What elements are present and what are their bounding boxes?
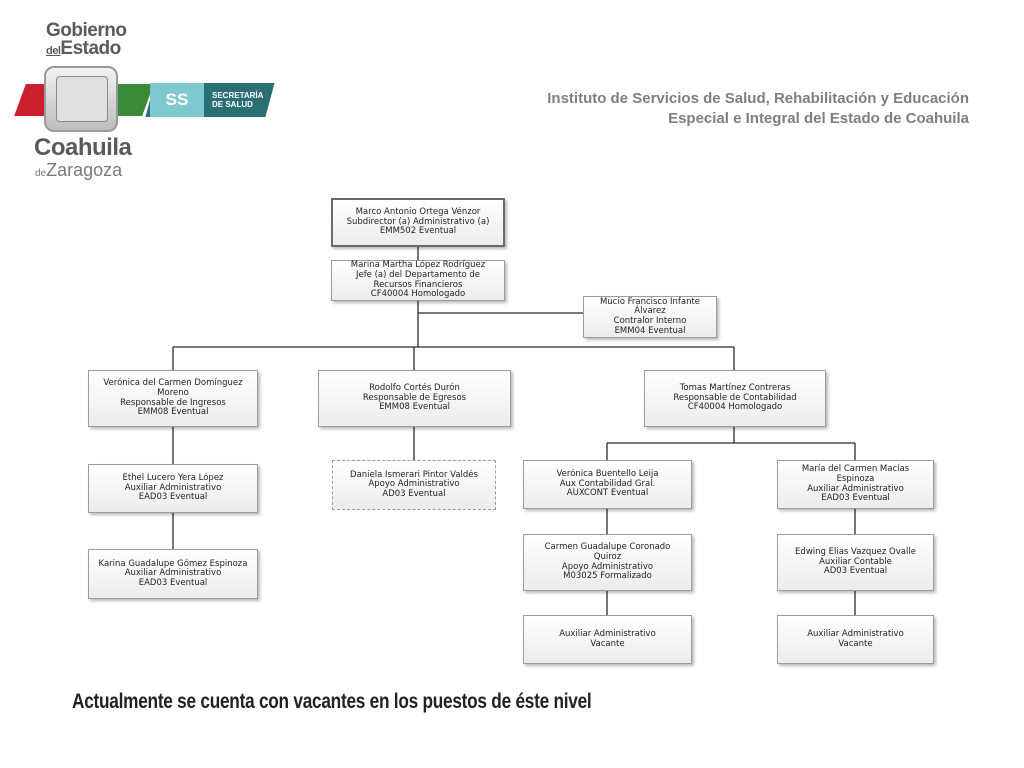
org-box-role: Auxiliar Administrativo xyxy=(559,628,656,639)
org-box-code: EMM08 Eventual xyxy=(379,402,450,413)
org-box-contralor-interno: Mucio Francisco Infante Álvarez Contralo… xyxy=(583,296,717,338)
org-box-role: Responsable de Egresos xyxy=(362,392,467,403)
org-box-karina: Karina Guadalupe Gómez Espinoza Auxiliar… xyxy=(88,549,258,599)
org-box-role: Auxiliar Administrativo xyxy=(124,568,222,579)
org-box-role: Auxiliar Administrativo xyxy=(124,482,222,493)
org-box-name: Marco Antonio Ortega Vénzor xyxy=(355,207,481,218)
org-box-name-cont: Quiroz xyxy=(593,551,622,562)
org-box-role-cont: Recursos Financieros xyxy=(373,279,463,290)
org-box-name: María del Carmen Macías xyxy=(801,464,910,475)
org-box-role: Aux Contabilidad Gral. xyxy=(559,478,656,489)
logo-de-text: de xyxy=(35,168,47,179)
org-box-name-cont: Espinoza xyxy=(836,473,875,484)
org-box-code: EMM502 Eventual xyxy=(379,226,457,237)
logo-gobierno: Gobierno delEstado xyxy=(46,20,127,60)
org-box-code: AD03 Eventual xyxy=(382,488,446,499)
logo-gobierno-text: Gobierno xyxy=(46,20,127,41)
org-box-name: Edwing Elias Vazquez Ovalle xyxy=(795,547,916,558)
org-box-name: Rodolfo Cortés Durón xyxy=(369,383,460,394)
org-box-responsable-ingresos: Verónica del Carmen Domínguez Moreno Res… xyxy=(88,370,258,427)
vacancies-note: Actualmente se cuenta con vacantes en lo… xyxy=(72,690,592,713)
org-box-role: Apoyo Administrativo xyxy=(561,561,654,572)
org-box-role: Auxiliar Administrativo xyxy=(807,483,904,494)
org-box-maria-macias: María del Carmen Macías Espinoza Auxilia… xyxy=(777,460,934,509)
org-box-name: Karina Guadalupe Gómez Espinoza xyxy=(98,558,248,569)
org-box-status: Vacante xyxy=(838,638,873,649)
logo-del-text: del xyxy=(46,45,61,57)
institute-title-line2: Especial e Integral del Estado de Coahui… xyxy=(668,110,969,127)
org-box-name: Tomas Martínez Contreras xyxy=(679,383,791,394)
org-box-role: Contralor Interno xyxy=(613,316,687,326)
org-box-name: Mucio Francisco Infante xyxy=(599,296,701,307)
logo-coahuila: Coahuila xyxy=(34,134,132,161)
org-box-ethel: Ethel Lucero Yera López Auxiliar Adminis… xyxy=(88,464,258,513)
org-box-role: Auxiliar Contable xyxy=(819,556,892,567)
org-box-code: AUXCONT Eventual xyxy=(566,488,649,499)
org-box-name-cont: Moreno xyxy=(157,387,189,398)
org-box-name: Carmen Guadalupe Coronado xyxy=(544,542,671,553)
org-box-code: CF40004 Homologado xyxy=(370,289,466,300)
org-box-code: M03025 Formalizado xyxy=(563,571,652,582)
org-box-vacante-right: Auxiliar Administrativo Vacante xyxy=(777,615,934,664)
org-box-carmen-coronado: Carmen Guadalupe Coronado Quiroz Apoyo A… xyxy=(523,534,692,591)
coat-of-arms-icon xyxy=(44,66,118,132)
org-box-code: EAD03 Eventual xyxy=(138,577,208,588)
logo-zaragoza-text: Zaragoza xyxy=(46,160,123,180)
org-box-code: EMM08 Eventual xyxy=(137,407,209,418)
logo-estado-text: Estado xyxy=(60,38,121,59)
org-box-veronica-buentello: Verónica Buentello Leija Aux Contabilida… xyxy=(523,460,692,509)
org-box-code: EAD03 Eventual xyxy=(821,493,890,504)
org-box-jefe-recursos-financieros: Marina Martha López Rodríguez Jefe (a) d… xyxy=(331,260,505,301)
org-box-name: Marina Martha López Rodríguez xyxy=(350,260,486,271)
org-box-edwing: Edwing Elias Vazquez Ovalle Auxiliar Con… xyxy=(777,534,934,591)
org-box-status: Vacante xyxy=(590,638,625,649)
org-box-responsable-contabilidad: Tomas Martínez Contreras Responsable de … xyxy=(644,370,826,427)
org-box-role: Subdirector (a) Administrativo (a) xyxy=(346,216,490,227)
org-box-role: Jefe (a) del Departamento de xyxy=(355,269,481,280)
logo-zaragoza: deZaragoza xyxy=(35,160,122,181)
org-box-name: Verónica del Carmen Domínguez xyxy=(103,378,243,389)
org-box-name: Ethel Lucero Yera López xyxy=(122,473,224,484)
org-box-role: Apoyo Administrativo xyxy=(368,479,460,490)
org-box-role: Auxiliar Administrativo xyxy=(807,628,904,639)
org-box-role: Responsable de Contabilidad xyxy=(673,392,797,403)
org-box-code: EMM04 Eventual xyxy=(614,325,686,336)
org-box-name: Daniela Ismerari Pintor Valdés xyxy=(350,469,478,480)
org-box-code: AD03 Eventual xyxy=(823,566,888,577)
org-box-daniela: Daniela Ismerari Pintor Valdés Apoyo Adm… xyxy=(332,460,496,510)
org-box-code: EAD03 Eventual xyxy=(138,492,208,503)
org-box-subdirector: Marco Antonio Ortega Vénzor Subdirector … xyxy=(331,198,505,247)
org-box-name-cont: Álvarez xyxy=(634,306,666,317)
institute-title: Instituto de Servicios de Salud, Rehabil… xyxy=(547,89,969,129)
org-box-role: Responsable de Ingresos xyxy=(120,397,226,408)
logo-del-estado: delEstado xyxy=(46,38,126,60)
org-box-responsable-egresos: Rodolfo Cortés Durón Responsable de Egre… xyxy=(318,370,511,427)
org-box-vacante-left: Auxiliar Administrativo Vacante xyxy=(523,615,692,664)
org-box-code: CF40004 Homologado xyxy=(687,402,783,413)
org-box-name: Verónica Buentello Leija xyxy=(556,469,659,480)
institute-title-line1: Instituto de Servicios de Salud, Rehabil… xyxy=(547,90,969,107)
